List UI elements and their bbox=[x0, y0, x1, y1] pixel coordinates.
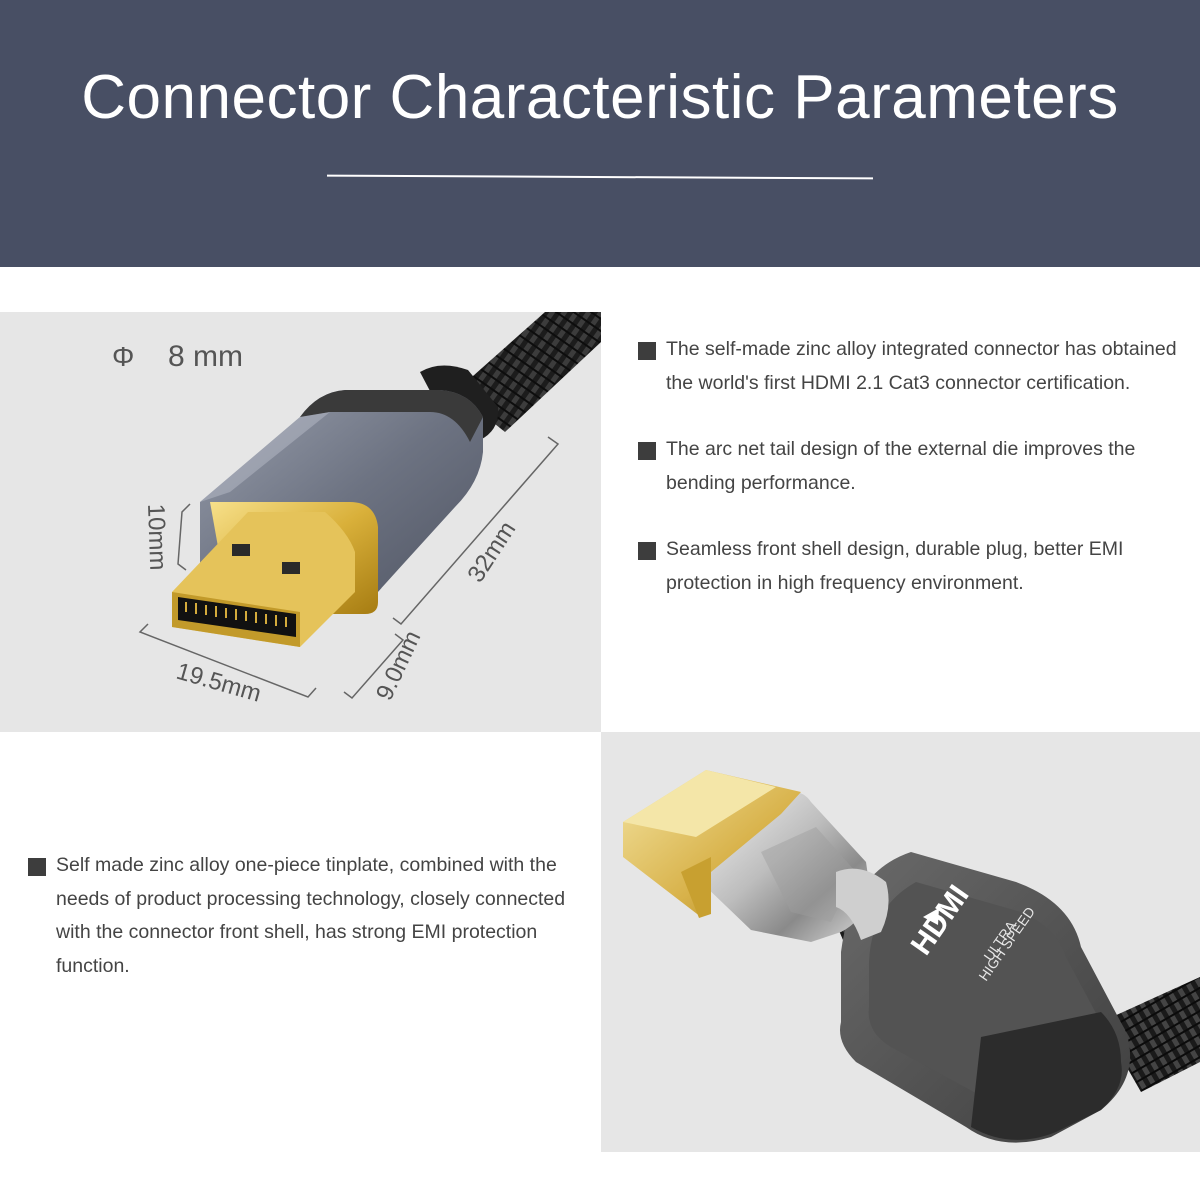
dim-length-label: 32mm bbox=[462, 517, 521, 588]
feature-text: Self made zinc alloy one-piece tinplate,… bbox=[56, 854, 566, 977]
feature-list-left: Self made zinc alloy one-piece tinplate,… bbox=[28, 849, 573, 983]
header-banner: Connector Characteristic Parameters bbox=[0, 0, 1200, 267]
product-photo-panel: HDMI ULTRA HIGH SPEED bbox=[601, 732, 1200, 1152]
bullet-square-icon bbox=[638, 542, 656, 560]
feature-list-right: The self-made zinc alloy integrated conn… bbox=[638, 333, 1178, 600]
dim-height-label: 10mm bbox=[142, 503, 171, 571]
silver-shell bbox=[701, 791, 889, 942]
diameter-value: 8 mm bbox=[168, 340, 243, 373]
gold-plug bbox=[623, 770, 801, 918]
title-underline bbox=[326, 174, 874, 180]
gold-plug bbox=[172, 502, 378, 647]
triangle-arrow-icon bbox=[923, 908, 939, 925]
feature-item: The arc net tail design of the external … bbox=[638, 433, 1178, 500]
dim-width-label: 19.5mm bbox=[173, 658, 264, 708]
dim-depth-label: 9.0mm bbox=[371, 627, 426, 705]
page-title: Connector Characteristic Parameters bbox=[81, 63, 1119, 132]
bullet-square-icon bbox=[638, 442, 656, 460]
connector-dimension-illustration: Φ 8 mm 10mm 32mm 19.5mm 9.0mm bbox=[112, 312, 601, 708]
feature-item: The self-made zinc alloy integrated conn… bbox=[638, 333, 1178, 400]
feature-text: The arc net tail design of the external … bbox=[666, 438, 1136, 494]
feature-item: Self made zinc alloy one-piece tinplate,… bbox=[28, 849, 573, 983]
feature-item: Seamless front shell design, durable plu… bbox=[638, 533, 1178, 600]
bullet-square-icon bbox=[638, 342, 656, 360]
feature-text: Seamless front shell design, durable plu… bbox=[666, 538, 1124, 594]
diameter-symbol: Φ bbox=[112, 341, 134, 372]
hdmi-connector-illustration: HDMI ULTRA HIGH SPEED bbox=[623, 770, 1200, 1143]
bullet-square-icon bbox=[28, 858, 46, 876]
dimension-diagram-panel: Φ 8 mm 10mm 32mm 19.5mm 9.0mm bbox=[0, 312, 601, 732]
feature-text: The self-made zinc alloy integrated conn… bbox=[666, 338, 1177, 394]
hdmi-adapter-body: HDMI ULTRA HIGH SPEED bbox=[840, 852, 1131, 1143]
dimension-lines bbox=[138, 436, 560, 700]
